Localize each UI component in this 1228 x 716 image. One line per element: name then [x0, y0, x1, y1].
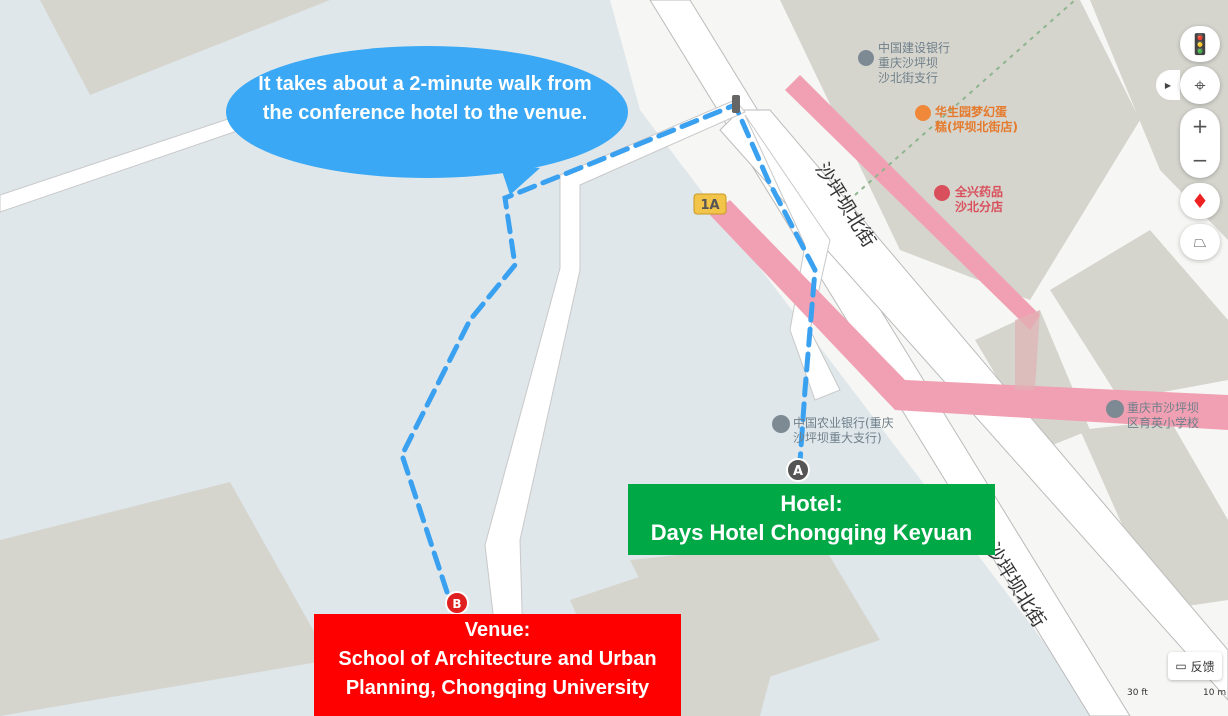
bus-stop-badge[interactable]	[693, 193, 727, 215]
walking-route	[399, 101, 818, 595]
svg-text:华生园梦幻蛋: 华生园梦幻蛋	[935, 104, 1007, 119]
bubble-text: It takes about a 2-minute walk from the …	[258, 73, 592, 124]
svg-text:重庆市沙坪坝: 重庆市沙坪坝	[1127, 400, 1199, 415]
svg-text:B: B	[452, 597, 461, 611]
bus-stop-label: 1A	[700, 198, 719, 213]
venue-label: Venue:	[464, 619, 531, 641]
food-icon	[915, 105, 931, 121]
compass-button[interactable]: ♦	[1180, 183, 1220, 219]
svg-text:中国农业银行(重庆: 中国农业银行(重庆	[793, 415, 894, 430]
building	[0, 482, 330, 716]
svg-text:中国建设银行: 中国建设银行	[878, 40, 950, 55]
traffic-light-icon: 🚦	[1187, 32, 1213, 56]
locate-icon: ⌖	[1194, 73, 1206, 97]
svg-text:全兴药品: 全兴药品	[954, 184, 1003, 199]
building	[1050, 230, 1228, 400]
feedback-button[interactable]: ▭ 反馈	[1168, 652, 1222, 680]
compass-icon: ♦	[1191, 189, 1209, 213]
svg-text:A: A	[793, 464, 803, 479]
poi-bank[interactable]: 中国建设银行 重庆沙坪坝 沙北街支行	[858, 40, 950, 85]
expand-panel-button[interactable]: ▶	[1156, 70, 1180, 100]
building	[40, 0, 330, 95]
caret-right-icon: ▶	[1164, 80, 1172, 90]
bank-icon	[858, 50, 874, 66]
rail-connector	[1015, 310, 1040, 390]
atm-icon	[772, 415, 790, 433]
start-marker[interactable]: A	[786, 458, 810, 482]
zoom-control: + −	[1180, 108, 1220, 178]
svg-text:沙北街支行: 沙北街支行	[878, 71, 938, 85]
pharmacy-icon	[934, 185, 950, 201]
zoom-in-button[interactable]: +	[1191, 114, 1209, 138]
rail-band	[785, 75, 1040, 330]
tilt-icon: ⏢	[1193, 232, 1207, 251]
hotel-callout: Hotel: Days Hotel Chongqing Keyuan	[628, 484, 995, 555]
comment-icon: ▭	[1175, 659, 1187, 673]
end-marker[interactable]: B	[445, 591, 469, 615]
svg-text:重庆沙坪坝: 重庆沙坪坝	[878, 56, 938, 70]
speech-bubble	[226, 46, 628, 195]
venue-name-line2: Planning, Chongqing University	[345, 677, 650, 699]
building	[1080, 420, 1228, 610]
poi-school[interactable]: 重庆市沙坪坝 区育英小学校	[1106, 400, 1199, 430]
svg-text:糕(坪坝北街店): 糕(坪坝北街店)	[934, 119, 1018, 134]
traffic-button[interactable]: 🚦	[1180, 26, 1220, 62]
school-icon	[1106, 400, 1124, 418]
tilt-button[interactable]: ⏢	[1180, 224, 1220, 260]
svg-text:沙北分店: 沙北分店	[955, 199, 1003, 214]
venue-name-line1: School of Architecture and Urban	[338, 648, 657, 670]
feedback-label: 反馈	[1190, 659, 1215, 674]
campus-road	[744, 114, 841, 401]
zoom-out-button[interactable]: −	[1191, 148, 1209, 172]
footpath	[854, 0, 1076, 196]
hotel-label: Hotel:	[780, 491, 843, 516]
scale-imperial: 30 ft	[1127, 688, 1148, 698]
traffic-light-icon	[732, 95, 740, 113]
building	[630, 540, 880, 700]
poi-bakery[interactable]: 华生园梦幻蛋 糕(坪坝北街店)	[915, 104, 1018, 134]
building	[780, 0, 1140, 300]
poi-atm[interactable]: 中国农业银行(重庆 沙坪坝重大支行)	[772, 415, 894, 445]
poi-pharmacy[interactable]: 全兴药品 沙北分店	[934, 184, 1003, 214]
svg-text:区育英小学校: 区育英小学校	[1127, 415, 1199, 430]
scale-metric: 10 m	[1203, 688, 1227, 698]
hotel-name: Days Hotel Chongqing Keyuan	[650, 520, 973, 545]
svg-text:沙坪坝重大支行): 沙坪坝重大支行)	[793, 431, 882, 445]
locate-button[interactable]: ⌖	[1180, 66, 1220, 104]
venue-callout: Venue: School of Architecture and Urban …	[314, 614, 681, 716]
